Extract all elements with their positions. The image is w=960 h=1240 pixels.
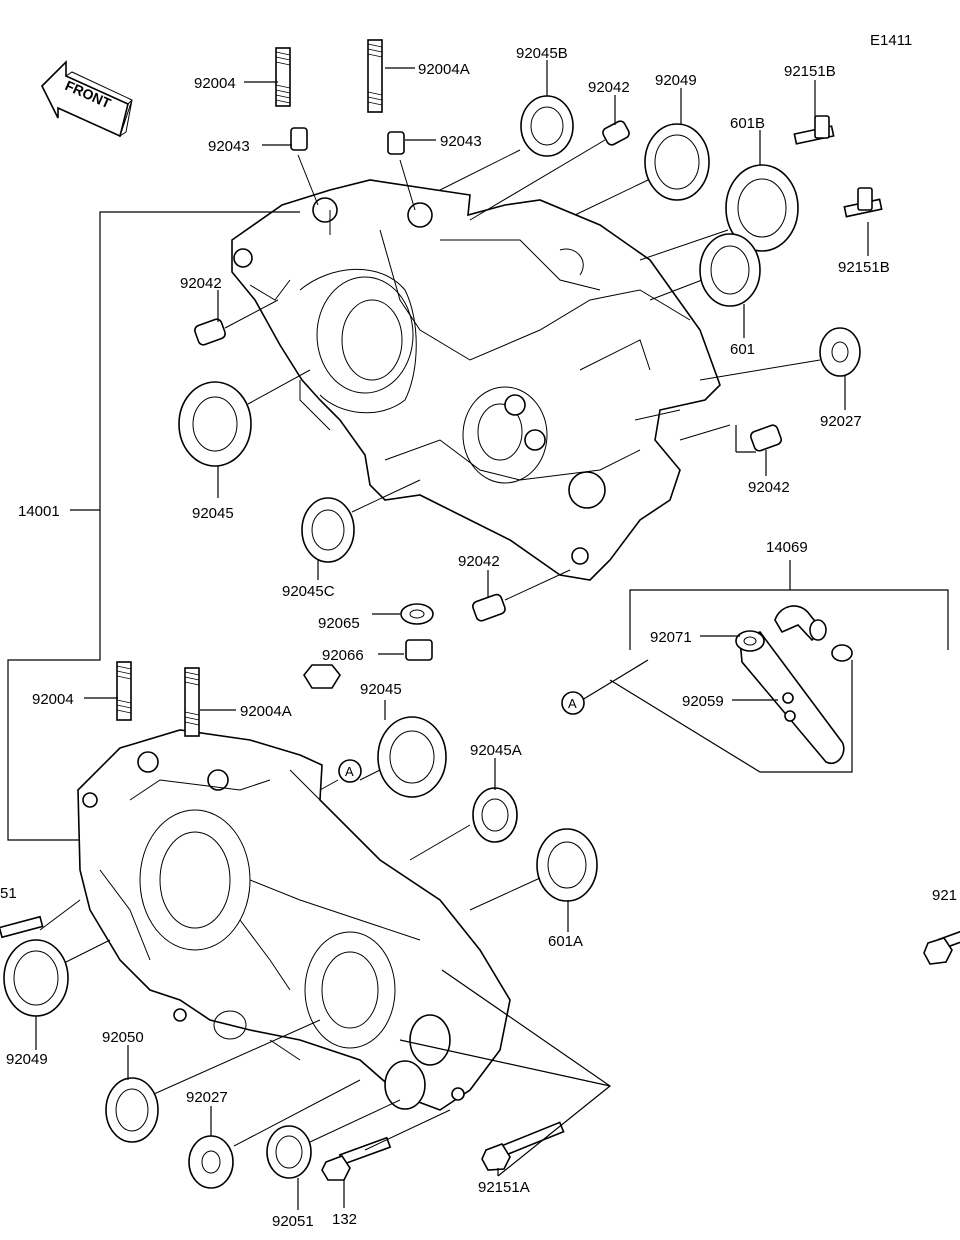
label-601B: 601B [730, 115, 765, 132]
washer-92027-low [188, 1135, 234, 1189]
stud-92004A-lower [184, 667, 200, 737]
stud-92004-upper [275, 47, 291, 107]
label-92049-top: 92049 [655, 72, 697, 89]
dowel-92042-center [472, 593, 506, 622]
ref-marker-a-right-label: A [568, 696, 577, 711]
bearing-92045-lower [377, 716, 447, 798]
bolt-92151B-top [793, 115, 835, 145]
bearing-601A [536, 828, 598, 902]
label-92045B: 92045B [516, 45, 568, 62]
part-labels: 92004 92004A 92045B 92042 92049 92151B 9… [0, 45, 957, 1230]
label-92045-left: 92045 [192, 505, 234, 522]
label-92045C: 92045C [282, 583, 335, 600]
bolt-92151A [481, 1121, 565, 1171]
label-92045-low: 92045 [360, 681, 402, 698]
seal-92051 [266, 1125, 312, 1179]
leader-lines-lower [35, 697, 612, 1210]
nut-small [303, 664, 341, 689]
label-92042-left: 92042 [180, 275, 222, 292]
label-92027-low: 92027 [186, 1089, 228, 1106]
label-92071: 92071 [650, 629, 692, 646]
ref-marker-a-lower-label: A [345, 764, 354, 779]
seal-92049-top [644, 123, 710, 201]
label-92045A: 92045A [470, 742, 522, 759]
stud-92004-lower [116, 661, 132, 721]
bolt-92151B-right [843, 187, 883, 218]
label-92151B-right: 92151B [838, 259, 890, 276]
label-601A: 601A [548, 933, 583, 950]
washer-92065 [400, 603, 434, 625]
ref-marker-a-right: A [561, 691, 585, 715]
label-601: 601 [730, 341, 755, 358]
label-92004-low: 92004 [32, 691, 74, 708]
bracket-14001 [7, 211, 300, 841]
label-92151A: 92151A [478, 1179, 530, 1196]
label-14001: 14001 [18, 503, 60, 520]
dowel-92042-mid [750, 424, 782, 452]
label-92066: 92066 [322, 647, 364, 664]
bolt-132 [321, 1136, 392, 1181]
label-92151B-top: 92151B [784, 63, 836, 80]
label-92043-right: 92043 [440, 133, 482, 150]
plug-92066 [405, 639, 433, 661]
label-92004A-low: 92004A [240, 703, 292, 720]
leader-lines-14069 [581, 635, 778, 701]
label-92042-topright: 92042 [588, 79, 630, 96]
bearing-92045-left [178, 381, 252, 467]
seal-92049-low [3, 939, 69, 1017]
bolt-right-partial [923, 930, 960, 965]
label-14069: 14069 [766, 539, 808, 556]
label-92004-top: 92004 [194, 75, 236, 92]
bolt-left-partial [0, 915, 44, 939]
upper-crankcase-half [231, 179, 721, 581]
dowel-92043-right [387, 131, 405, 155]
label-132: 132 [332, 1211, 357, 1228]
diagram-code: E1411 [870, 32, 912, 49]
dowel-92042-topright [602, 120, 630, 146]
bearing-601 [699, 233, 761, 307]
stud-92004A-upper [367, 39, 383, 113]
label-92004A-top: 92004A [418, 61, 470, 78]
bearing-601B [725, 164, 799, 252]
label-92042-mid: 92042 [748, 479, 790, 496]
seal-92050 [105, 1077, 159, 1143]
label-92050: 92050 [102, 1029, 144, 1046]
label-92049-low: 92049 [6, 1051, 48, 1068]
ref-marker-a-lower: A [338, 759, 362, 783]
bearing-92045B [520, 95, 574, 157]
label-51-partial: 51 [0, 885, 17, 902]
bracket-14069 [609, 560, 949, 773]
bearing-92045A [472, 787, 518, 843]
label-92059: 92059 [682, 693, 724, 710]
label-92051: 92051 [272, 1213, 314, 1230]
bearing-92045C [301, 497, 355, 563]
front-arrow-icon: FRONT [41, 60, 133, 138]
label-92027-right: 92027 [820, 413, 862, 430]
label-921-partial: 921 [932, 887, 957, 904]
label-92043-left: 92043 [208, 138, 250, 155]
dowel-92043-left [290, 127, 308, 151]
pipe-assembly-14069 [735, 605, 853, 765]
lower-crankcase-half [77, 729, 511, 1111]
label-92042-center: 92042 [458, 553, 500, 570]
washer-92027-right [819, 327, 861, 377]
label-92065: 92065 [318, 615, 360, 632]
dowel-92042-left [194, 318, 226, 346]
leader-lines-upper [217, 60, 869, 655]
